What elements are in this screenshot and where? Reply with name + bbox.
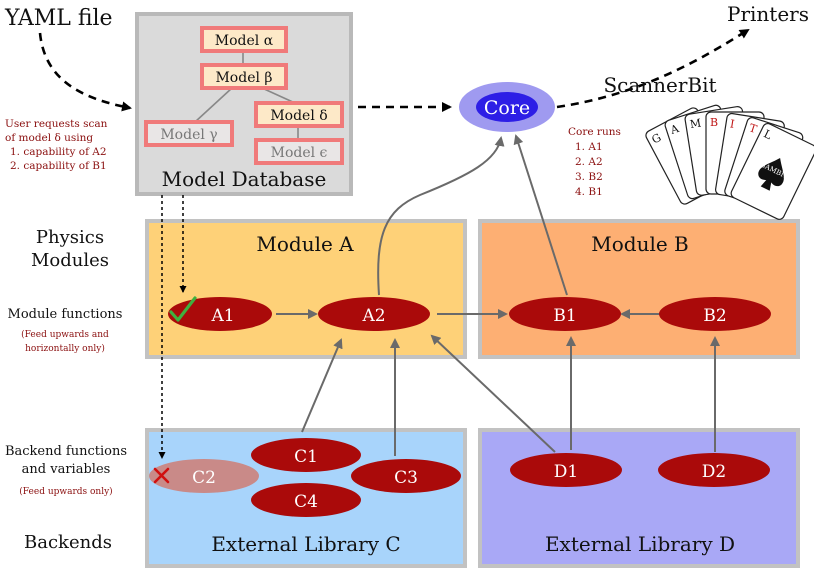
node-c4-label: C4 xyxy=(294,492,318,512)
node-a1-label: A1 xyxy=(210,306,234,326)
node-d1-label: D1 xyxy=(554,462,578,482)
physics-label-line2: Modules xyxy=(31,250,109,271)
physics-label-line1: Physics xyxy=(36,227,104,248)
d1-to-a2-arrow xyxy=(430,334,556,453)
feed-up-horiz-line2: horizontally only) xyxy=(25,343,105,354)
core-label: Core xyxy=(484,97,530,119)
card-letter-b: B xyxy=(710,116,718,129)
module-a-title: Module A xyxy=(256,232,354,256)
svg-text:4. B1: 4. B1 xyxy=(575,186,603,198)
dependency-arrows xyxy=(276,134,720,456)
node-b2-label: B2 xyxy=(703,306,726,326)
node-c2[interactable]: C2 xyxy=(149,459,259,493)
module-a-panel xyxy=(145,219,467,359)
node-a1[interactable]: A1 xyxy=(168,297,272,331)
cross-icon xyxy=(153,467,170,484)
scannerbit-label: ScannerBit xyxy=(603,73,716,97)
node-b1-label: B1 xyxy=(553,306,576,326)
node-b1[interactable]: B1 xyxy=(509,297,621,331)
model-box-epsilon: Model ϵ xyxy=(254,138,344,165)
node-c3[interactable]: C3 xyxy=(351,459,461,493)
node-c2-label: C2 xyxy=(192,468,216,488)
model-box-beta: Model β xyxy=(200,63,288,90)
module-b-title: Module B xyxy=(591,232,689,256)
card-letter-m: M xyxy=(689,117,702,132)
svg-text:2. A2: 2. A2 xyxy=(575,156,603,168)
yaml-file-label: YAML file xyxy=(4,6,113,31)
model-alpha-label: Model α xyxy=(215,33,274,49)
core-node[interactable] xyxy=(476,92,538,122)
lib-c-title: External Library C xyxy=(211,532,400,556)
model-box-gamma: Model γ xyxy=(144,120,234,147)
model-box-alpha: Model α xyxy=(200,26,288,53)
feed-up-horiz-line1: (Feed upwards and xyxy=(21,329,109,340)
node-c4[interactable]: C4 xyxy=(251,483,361,517)
spade-icon xyxy=(758,157,784,191)
b1-to-core-arrow xyxy=(513,134,568,296)
a2-to-core-arrow xyxy=(377,136,505,296)
svg-text:1. capability of A2: 1. capability of A2 xyxy=(10,146,107,158)
checkmark-icon xyxy=(169,296,197,322)
model-box-delta: Model δ xyxy=(254,101,344,128)
card-letter-i: I xyxy=(729,117,735,131)
feed-up-only-label: (Feed upwards only) xyxy=(19,486,112,497)
playing-cards-icon: G A M B I T L GAMBIT xyxy=(645,104,814,220)
model-database-title: Model Database xyxy=(162,167,327,191)
node-a2[interactable]: A2 xyxy=(318,297,430,331)
module-b-panel xyxy=(478,219,800,359)
backend-functions-line1: Backend functions xyxy=(5,444,127,459)
printers-label: Printers xyxy=(727,2,809,26)
core-to-printers-arrow xyxy=(556,28,750,109)
model-beta-label: Model β xyxy=(215,70,272,86)
node-d2[interactable]: D2 xyxy=(658,453,770,487)
model-gamma-label: Model γ xyxy=(160,127,217,143)
model-delta-label: Model δ xyxy=(270,108,327,124)
node-c1-label: C1 xyxy=(294,447,318,467)
svg-text:2. capability of B1: 2. capability of B1 xyxy=(10,160,107,172)
node-c1[interactable]: C1 xyxy=(251,438,361,472)
node-b2[interactable]: B2 xyxy=(659,297,771,331)
core-runs-list: Core runs 1. A1 2. A2 3. B2 4. B1 xyxy=(568,126,621,198)
svg-text:1. A1: 1. A1 xyxy=(575,141,603,153)
backends-label: Backends xyxy=(24,532,112,553)
yaml-to-database-arrow xyxy=(38,32,132,112)
module-functions-label: Module functions xyxy=(8,307,123,322)
node-d1[interactable]: D1 xyxy=(510,453,622,487)
node-c3-label: C3 xyxy=(394,468,418,488)
c1-to-a2-arrow xyxy=(301,338,343,433)
node-d2-label: D2 xyxy=(702,462,726,482)
svg-text:User requests scan: User requests scan xyxy=(5,118,108,130)
lib-d-panel xyxy=(478,428,800,568)
backend-functions-line2: and variables xyxy=(22,462,111,477)
lib-d-title: External Library D xyxy=(545,532,735,556)
user-request-note: User requests scan of model δ using 1. c… xyxy=(5,118,108,172)
svg-text:of model δ using: of model δ using xyxy=(5,132,93,144)
model-epsilon-label: Model ϵ xyxy=(271,145,328,161)
svg-text:Core runs: Core runs xyxy=(568,126,621,138)
node-a2-label: A2 xyxy=(361,306,385,326)
svg-text:3. B2: 3. B2 xyxy=(575,171,603,183)
card-letter-t: T xyxy=(747,121,759,136)
